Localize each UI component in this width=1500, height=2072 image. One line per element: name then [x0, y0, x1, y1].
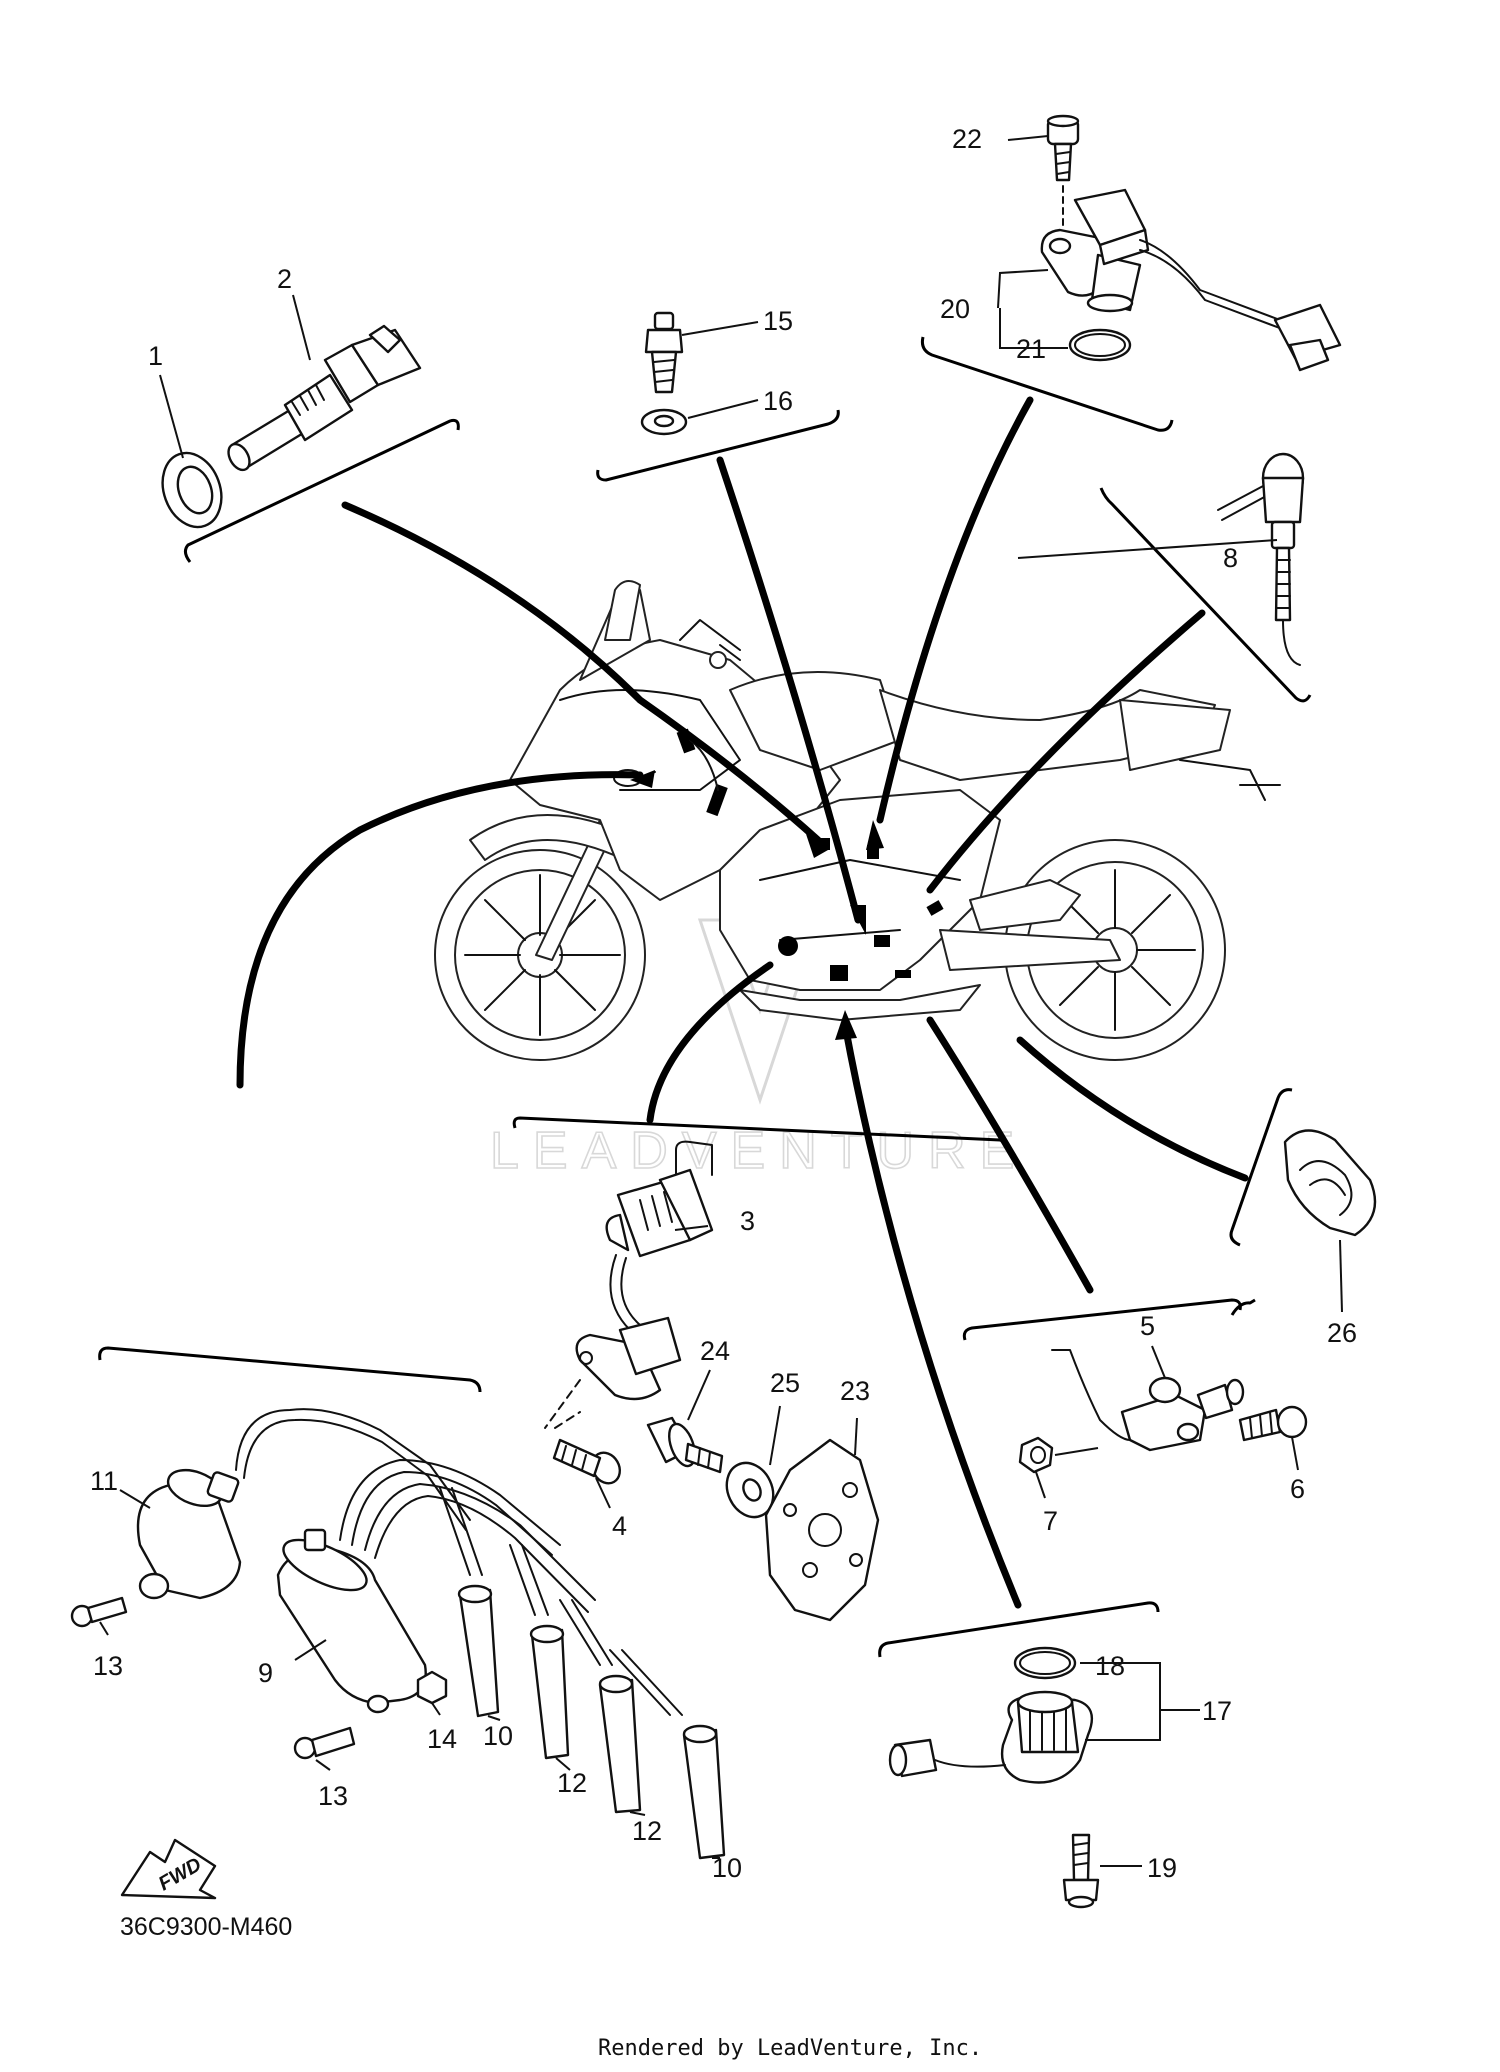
part-26-clip — [1283, 1129, 1377, 1237]
part-20-speed-sensor — [1040, 188, 1342, 372]
label-part-10: 10 — [483, 1721, 513, 1751]
label-part-13: 13 — [318, 1781, 348, 1811]
label-part-15: 15 — [763, 306, 793, 336]
part-14-nut — [416, 1670, 448, 1705]
label-part-12: 12 — [557, 1768, 587, 1798]
label-part-20: 20 — [940, 294, 970, 324]
part-13-bolt — [293, 1726, 356, 1760]
part-10-plug-cap — [439, 1487, 500, 1718]
part-11-ignition-coil — [136, 1408, 471, 1600]
part-7-nut — [1018, 1436, 1099, 1474]
location-mark — [874, 935, 890, 947]
label-part-5: 5 — [1140, 1311, 1155, 1341]
part-3-pickup-coil — [544, 1140, 714, 1429]
part-12-plug-cap — [559, 1599, 642, 1814]
label-part-21: 21 — [1016, 334, 1046, 364]
label-part-2: 2 — [277, 264, 292, 294]
part-19-bolt — [1062, 1833, 1100, 1909]
group-brackets — [98, 336, 1312, 1658]
part-13-bolt — [70, 1596, 128, 1628]
part-5-sensor — [1051, 1349, 1245, 1452]
location-mark — [706, 783, 728, 817]
label-part-9: 9 — [258, 1658, 273, 1688]
label-part-14: 14 — [427, 1724, 457, 1754]
label-part-19: 19 — [1147, 1853, 1177, 1883]
label-part-13: 13 — [93, 1651, 123, 1681]
part-21-o-ring — [1068, 328, 1132, 362]
watermark-text: LEADVENTURE — [490, 1122, 1028, 1180]
label-part-26: 26 — [1327, 1318, 1357, 1348]
part-6-bolt — [1238, 1405, 1308, 1442]
part-12-plug-cap — [509, 1544, 570, 1760]
part-1-gasket — [161, 451, 223, 529]
part-4-bolt — [552, 1438, 622, 1485]
location-mark — [895, 970, 911, 978]
part-23-rotor — [764, 1438, 880, 1622]
part-22-bolt — [1046, 114, 1080, 229]
part-10-plug-cap — [609, 1649, 726, 1860]
label-part-12: 12 — [632, 1816, 662, 1846]
callout-lines — [236, 396, 1249, 1609]
part-15-plug — [644, 311, 684, 394]
part-labels: 1 2 3 4 5 6 7 8 9 10 10 11 12 12 13 13 1… — [90, 124, 1357, 1883]
part-25-washer — [725, 1461, 775, 1519]
label-part-10: 10 — [712, 1853, 742, 1883]
motorcycle-illustration — [434, 580, 1281, 1061]
label-part-4: 4 — [612, 1511, 627, 1541]
label-part-18: 18 — [1095, 1651, 1125, 1681]
location-mark — [778, 936, 798, 956]
label-part-22: 22 — [952, 124, 982, 154]
label-part-1: 1 — [148, 341, 163, 371]
part-17-sensor — [888, 1690, 1093, 1784]
part-18-o-ring — [1013, 1646, 1077, 1680]
label-part-23: 23 — [840, 1376, 870, 1406]
part-9-ignition-coil — [276, 1459, 596, 1714]
part-24-bolt — [646, 1416, 724, 1474]
fwd-arrow-icon: FWD — [120, 1838, 217, 1900]
label-part-25: 25 — [770, 1368, 800, 1398]
part-16-washer — [640, 408, 688, 436]
label-part-7: 7 — [1043, 1506, 1058, 1536]
part-2-temperature-sensor — [227, 324, 422, 472]
location-mark — [926, 900, 944, 916]
location-mark — [676, 728, 696, 754]
render-credit: Rendered by LeadVenture, Inc. — [598, 2036, 982, 2061]
label-leaders — [99, 135, 1343, 1867]
label-part-6: 6 — [1290, 1474, 1305, 1504]
label-part-24: 24 — [700, 1336, 730, 1366]
label-part-8: 8 — [1223, 543, 1238, 573]
label-part-17: 17 — [1202, 1696, 1232, 1726]
diagram-code: 36C9300-M460 — [120, 1913, 292, 1941]
label-part-3: 3 — [740, 1206, 755, 1236]
location-mark — [830, 965, 848, 981]
label-part-16: 16 — [763, 386, 793, 416]
watermark: LEADVENTURE — [489, 918, 1028, 1181]
part-8-sensor — [1217, 452, 1305, 666]
label-part-11: 11 — [90, 1466, 118, 1496]
